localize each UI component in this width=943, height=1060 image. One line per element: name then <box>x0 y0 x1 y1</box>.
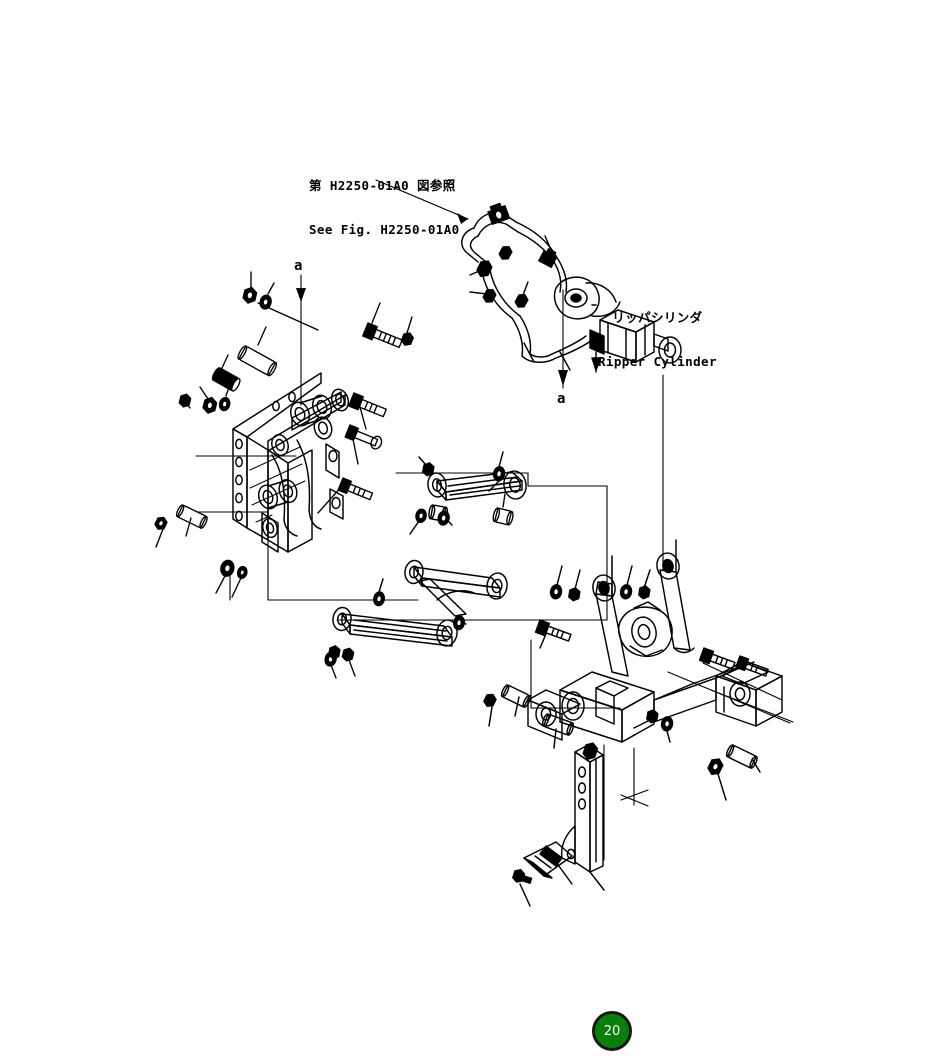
see-figure-label: 第 H2250-01A0 図参照 See Fig. H2250-01A0 <box>309 149 460 267</box>
page-number-text: 20 <box>603 1023 621 1039</box>
main-mounting-bracket <box>232 372 350 553</box>
bracket-hardware <box>154 271 414 679</box>
ripper-cylinder-label-jp: リッパシリンダ <box>612 309 703 325</box>
see-figure-label-jp: 第 H2250-01A0 図参照 <box>309 177 456 193</box>
section-mark-a-bottom: a <box>557 391 566 407</box>
ripper-cylinder-label-en: Ripper Cylinder <box>598 353 717 369</box>
ripper-cylinder <box>553 276 682 373</box>
hydraulic-hose-group <box>461 202 593 371</box>
misc-hardware <box>178 393 514 526</box>
see-figure-label-en: See Fig. H2250-01A0 <box>309 221 460 237</box>
upper-tie-rod-link <box>409 451 527 535</box>
lower-a-frame-link <box>328 559 508 660</box>
ripper-beam-and-linkage <box>483 539 783 801</box>
ripper-shank-and-point <box>512 742 605 907</box>
section-mark-a-top: a <box>294 258 303 274</box>
reference-lines <box>195 179 794 861</box>
page-number-badge: 20 <box>592 1011 632 1051</box>
ripper-cylinder-label: リッパシリンダ Ripper Cylinder <box>598 281 717 399</box>
